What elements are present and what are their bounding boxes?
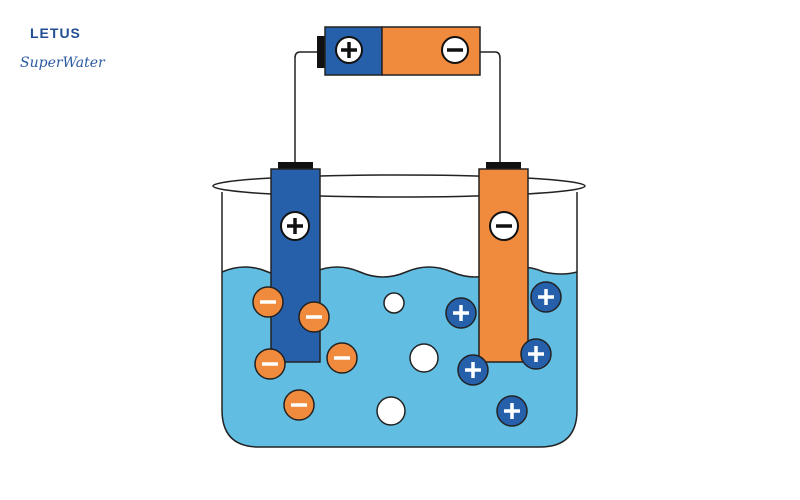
ions bbox=[252, 281, 562, 427]
logo-brand: LETUS bbox=[30, 25, 81, 41]
logo-sub: SuperWater bbox=[20, 55, 105, 71]
positive-ion bbox=[520, 338, 552, 370]
neutral-molecule bbox=[376, 396, 406, 426]
negative-ion bbox=[283, 389, 315, 421]
neutral-molecule bbox=[409, 343, 439, 373]
cathode-electrode bbox=[478, 162, 529, 363]
battery bbox=[317, 26, 481, 76]
negative-ion bbox=[252, 286, 284, 318]
wires bbox=[294, 51, 501, 162]
negative-ion bbox=[254, 348, 286, 380]
neutral-molecule bbox=[383, 292, 405, 314]
positive-ion bbox=[496, 395, 528, 427]
positive-ion bbox=[445, 297, 477, 329]
positive-ion bbox=[530, 281, 562, 313]
positive-ion bbox=[457, 354, 489, 386]
negative-ion bbox=[326, 342, 358, 374]
negative-ion bbox=[298, 301, 330, 333]
